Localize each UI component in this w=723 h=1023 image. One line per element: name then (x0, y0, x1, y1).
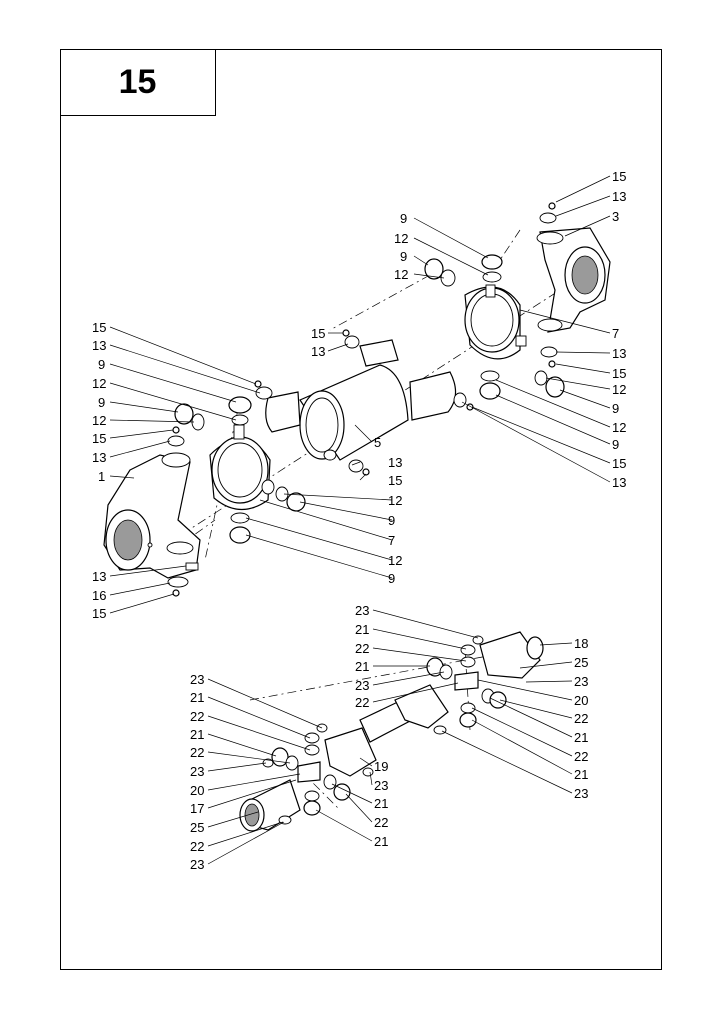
callout: 12 (388, 553, 402, 568)
swivel-housing-right (464, 284, 527, 360)
callout: 21 (355, 622, 369, 637)
callout: 13 (92, 569, 106, 584)
callout: 22 (574, 749, 588, 764)
callout: 15 (612, 169, 626, 184)
page-frame (60, 49, 662, 970)
callout: 9 (98, 357, 105, 372)
callout: 12 (612, 382, 626, 397)
leader-lines (109, 175, 611, 865)
callout: 22 (190, 709, 204, 724)
callout: 13 (388, 455, 402, 470)
steering-knuckle-left (103, 452, 201, 579)
callout: 12 (612, 420, 626, 435)
callout: 22 (355, 641, 369, 656)
callout: 22 (574, 711, 588, 726)
title-box: 15 (60, 49, 216, 116)
callout: 1 (98, 469, 105, 484)
callout: 23 (374, 778, 388, 793)
callout: 16 (92, 588, 106, 603)
callout: 20 (574, 693, 588, 708)
callout: 15 (612, 456, 626, 471)
callout: 22 (190, 745, 204, 760)
callout: 21 (355, 659, 369, 674)
callout: 21 (190, 690, 204, 705)
callout: 13 (311, 344, 325, 359)
callout: 5 (374, 435, 381, 450)
callout: 15 (311, 326, 325, 341)
callout: 23 (355, 678, 369, 693)
callout: 23 (190, 857, 204, 872)
callout: 12 (92, 413, 106, 428)
callout: 18 (574, 636, 588, 651)
callout: 15 (388, 473, 402, 488)
page-number: 15 (118, 62, 157, 101)
axle-tube (265, 339, 457, 461)
callout: 9 (98, 395, 105, 410)
callout: 15 (612, 366, 626, 381)
callout-labels: 15 13 3 9 12 9 12 7 13 15 12 9 12 9 15 1… (92, 169, 626, 872)
callout: 15 (92, 320, 106, 335)
callout: 23 (574, 786, 588, 801)
callout: 23 (574, 674, 588, 689)
cardan-shaft (239, 631, 544, 832)
swivel-housing-left (209, 424, 271, 511)
callout: 17 (190, 801, 204, 816)
callout: 7 (388, 533, 395, 548)
steering-knuckle-right (536, 227, 611, 333)
callout: 25 (574, 655, 588, 670)
callout: 9 (400, 211, 407, 226)
callout: 12 (394, 267, 408, 282)
callout: 9 (612, 437, 619, 452)
small-parts-left (167, 380, 306, 597)
callout: 9 (612, 401, 619, 416)
callout: 12 (92, 376, 106, 391)
callout: 12 (394, 231, 408, 246)
callout: 3 (612, 209, 619, 224)
callout: 25 (190, 820, 204, 835)
callout: 15 (92, 606, 106, 621)
callout: 13 (612, 475, 626, 490)
callout: 21 (374, 796, 388, 811)
callout: 23 (190, 672, 204, 687)
callout: 13 (92, 338, 106, 353)
callout: 22 (190, 839, 204, 854)
callout: 23 (190, 764, 204, 779)
callout: 22 (355, 695, 369, 710)
callout: 9 (388, 513, 395, 528)
callout: 21 (574, 767, 588, 782)
callout: 7 (612, 326, 619, 341)
callout: 23 (355, 603, 369, 618)
callout: 21 (574, 730, 588, 745)
callout: 9 (400, 249, 407, 264)
callout: 12 (388, 493, 402, 508)
callout: 9 (388, 571, 395, 586)
callout: 13 (612, 346, 626, 361)
callout: 13 (612, 189, 626, 204)
callout: 19 (374, 759, 388, 774)
callout: 22 (374, 815, 388, 830)
callout: 21 (190, 727, 204, 742)
callout: 13 (92, 450, 106, 465)
callout: 15 (92, 431, 106, 446)
callout: 20 (190, 783, 204, 798)
callout: 21 (374, 834, 388, 849)
